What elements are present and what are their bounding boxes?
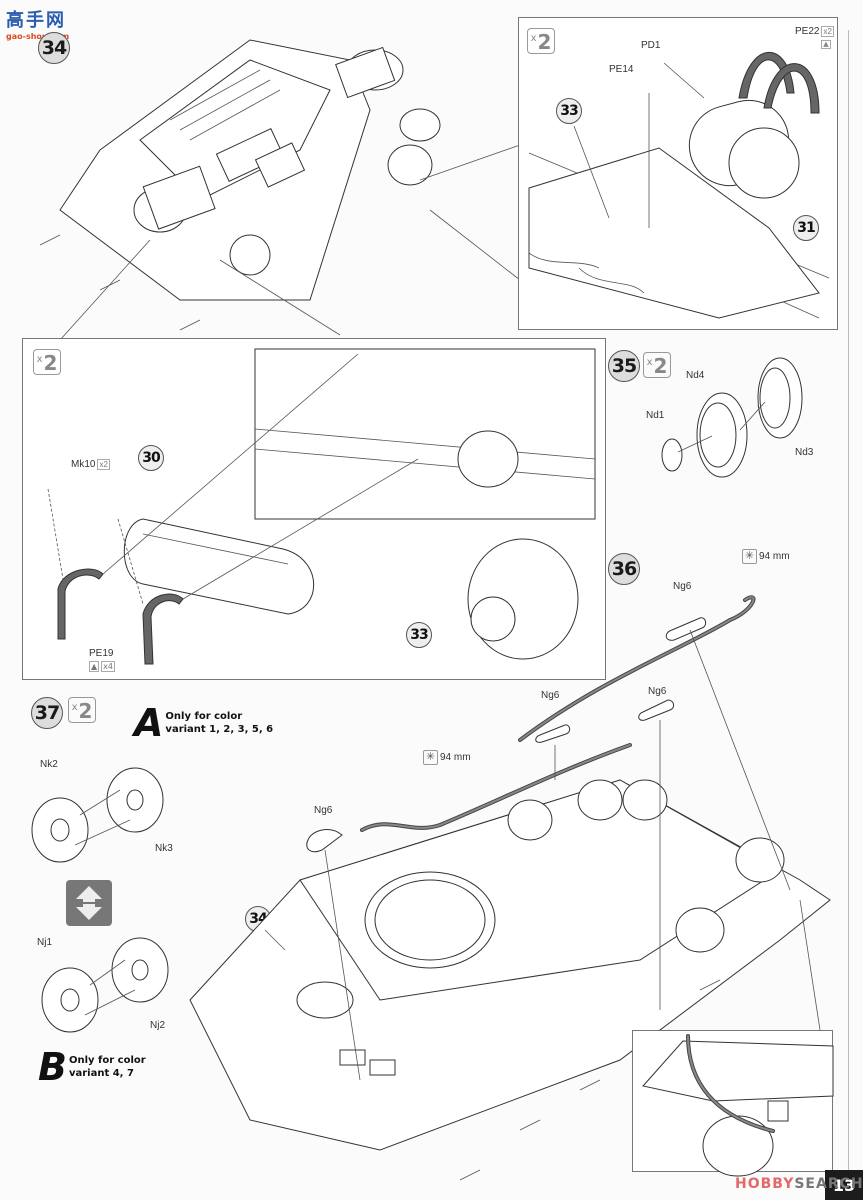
part-label-ng6: Ng6 xyxy=(314,805,333,816)
part-label-pd1: PD1 xyxy=(641,40,661,51)
part-label-ng6: Ng6 xyxy=(648,686,667,697)
detail-panel-cable-attachment xyxy=(632,1030,834,1177)
part-label-nk2: Nk2 xyxy=(40,759,58,770)
variant-a-letter: A xyxy=(134,701,164,745)
part-label-pe14: PE14 xyxy=(609,64,634,75)
cut-icon: ✳ xyxy=(742,549,757,564)
watermark-domain: gao-shou.com xyxy=(6,32,70,41)
watermark-hobby-search: HOBBYSEARCH xyxy=(735,1176,863,1192)
part-label-nj1: Nj1 xyxy=(37,937,53,948)
ref-part-31: 31 xyxy=(793,215,819,241)
fuel-tank-mounting-drawing xyxy=(47,348,596,665)
part-label-nd3: Nd3 xyxy=(795,447,814,458)
wheel-variant-a-drawing xyxy=(31,767,164,863)
hull-rear-drawing xyxy=(39,39,521,341)
cut-icon: ✳ xyxy=(423,750,438,765)
pe19-qty: ▲x4 xyxy=(89,661,115,672)
cable-attachment-drawing xyxy=(642,1034,834,1177)
fuel-tank-strap-drawing xyxy=(528,51,830,319)
part-label-ng6: Ng6 xyxy=(541,690,560,701)
part-label-nd4: Nd4 xyxy=(686,370,705,381)
part-label-pe19: PE19 xyxy=(89,648,114,659)
variant-b-letter: B xyxy=(38,1045,67,1089)
step-34-number: 34 xyxy=(38,32,70,64)
cable-length-label: ✳94 mm xyxy=(423,750,471,765)
page-border xyxy=(848,30,849,1170)
step-37-number: 37 xyxy=(31,697,63,729)
part-label-nj2: Nj2 xyxy=(150,1020,166,1031)
flip-arrows-icon xyxy=(66,880,112,926)
part-label-ng6: Ng6 xyxy=(673,581,692,592)
ref-part-33: 33 xyxy=(406,622,432,648)
watermark-logo: 高手网 gao-shou.com xyxy=(6,6,69,41)
step-36-number: 36 xyxy=(608,553,640,585)
ref-part-30: 30 xyxy=(138,445,164,471)
wheel-variant-b-drawing xyxy=(41,937,169,1033)
road-wheel-drawing xyxy=(661,357,803,478)
watermark-text: 高手网 xyxy=(6,10,66,31)
photo-etch-icon: ▲ xyxy=(821,40,831,49)
page-number: 13 xyxy=(825,1170,863,1200)
ref-part-33: 33 xyxy=(556,98,582,124)
part-label-nk3: Nk3 xyxy=(155,843,173,854)
cable-length-label: ✳94 mm xyxy=(742,549,790,564)
step-35-number: 35 xyxy=(608,350,640,382)
part-label-nd1: Nd1 xyxy=(646,410,665,421)
